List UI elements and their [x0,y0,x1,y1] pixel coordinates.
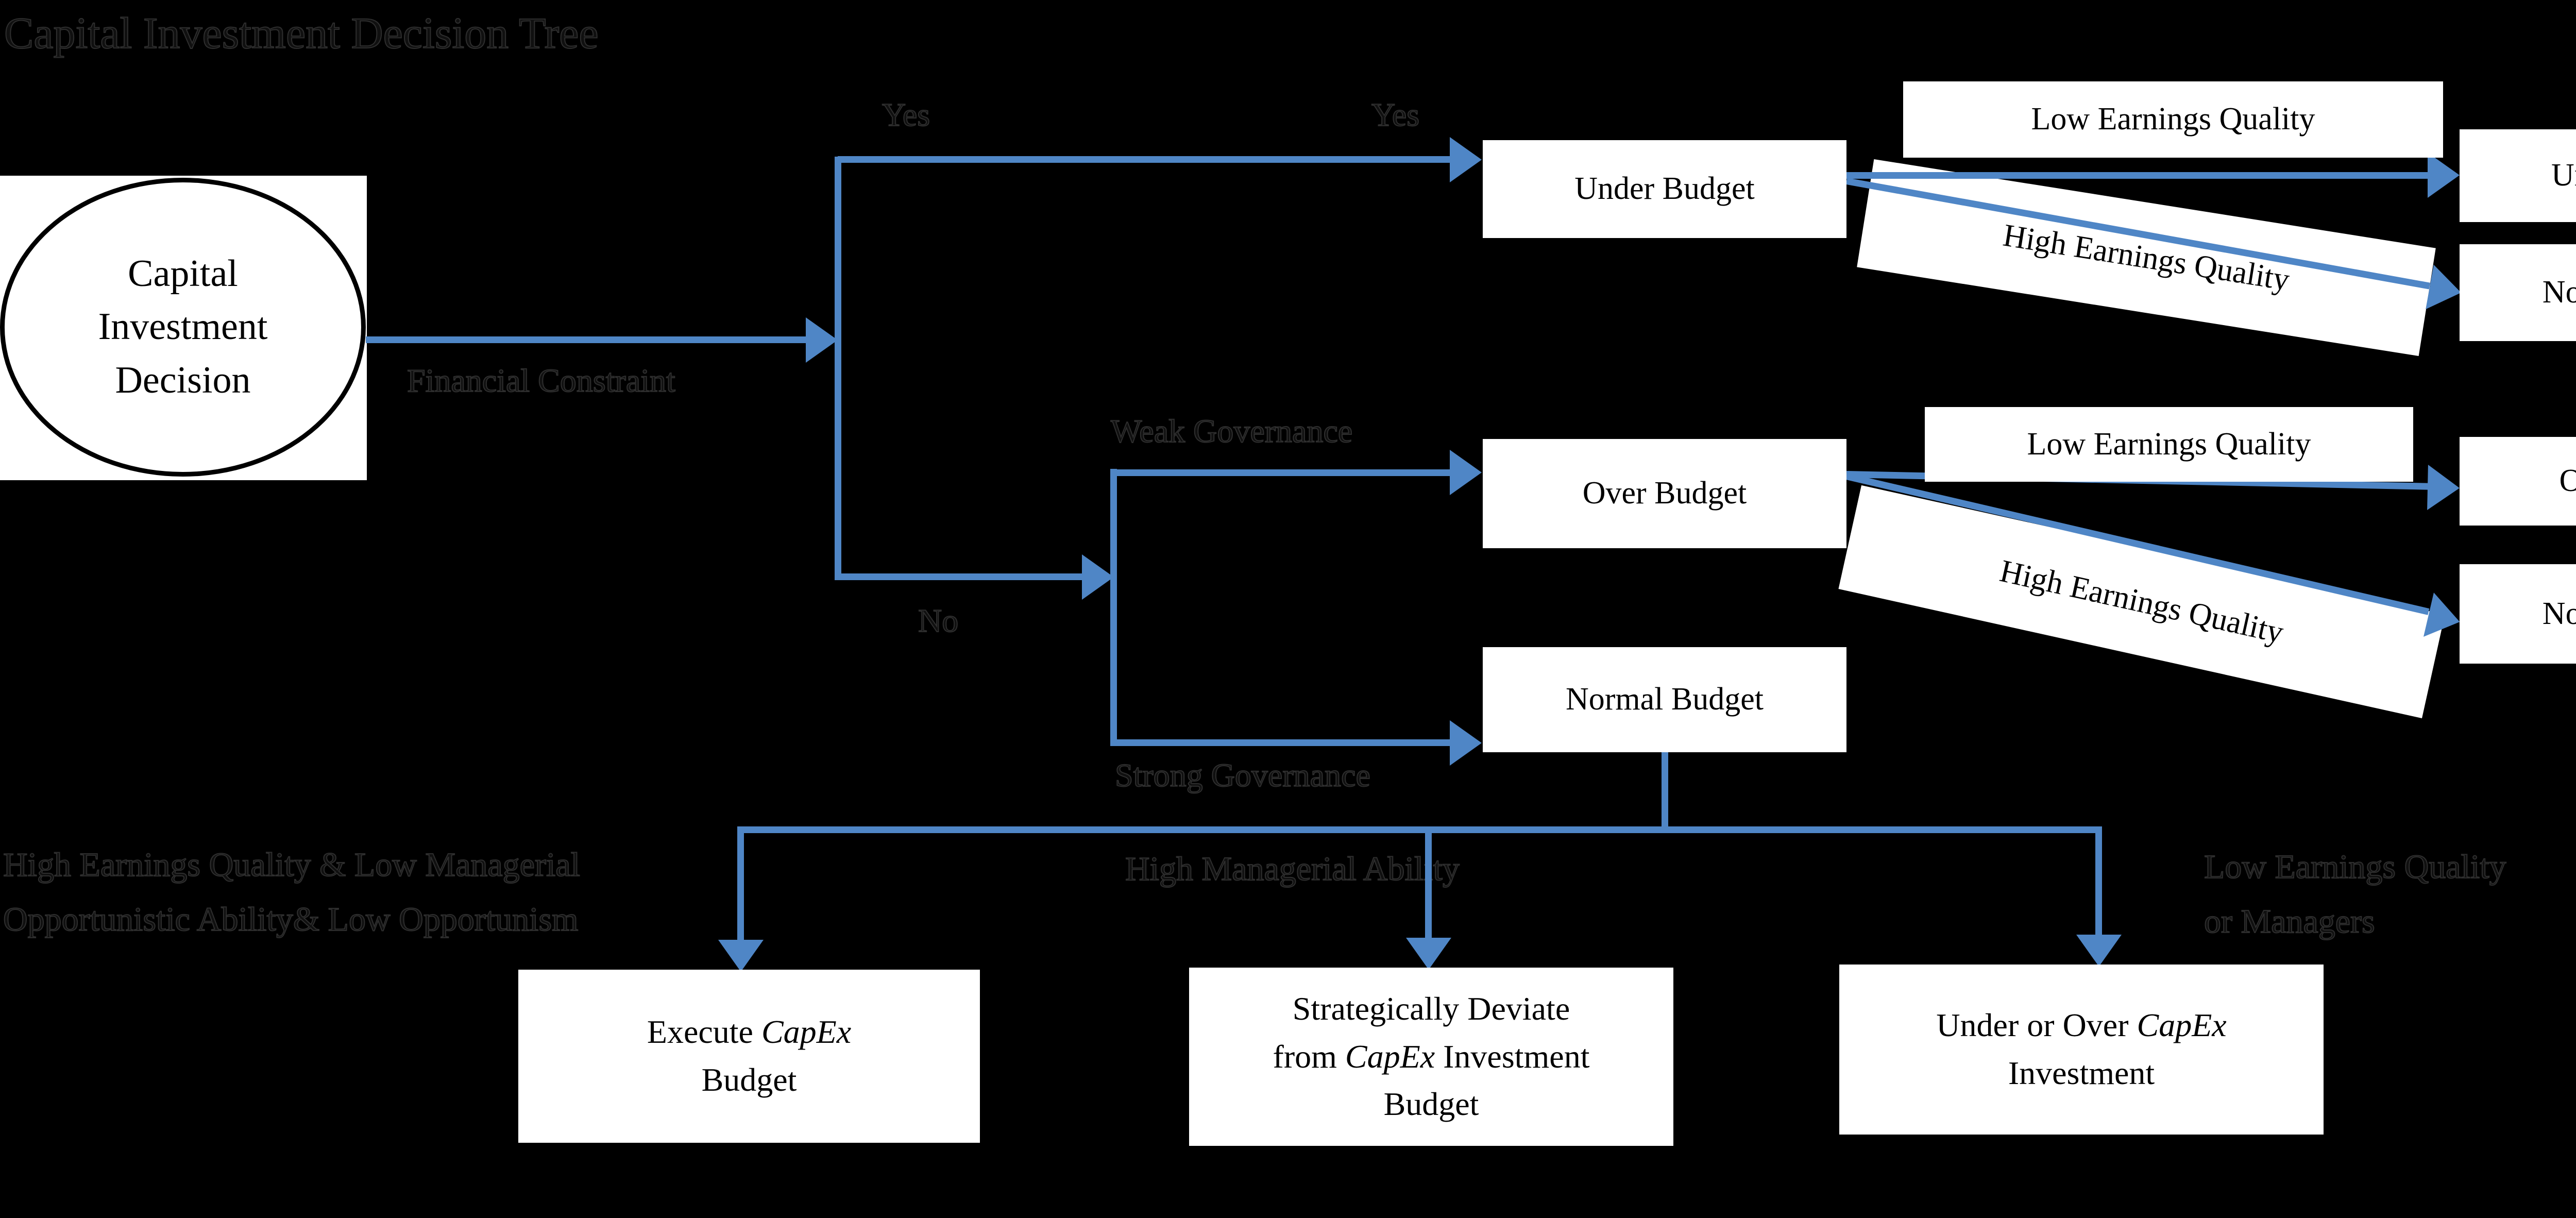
node-normal-budget: Normal Budget [1483,647,1846,752]
edge-label-yes-left: Yes [882,96,930,133]
edge-to-deviate [1425,826,1432,939]
arrowhead-branch2 [1082,554,1114,600]
root-node-capital-investment-decision: Capital Investment Decision [0,178,366,477]
edge-label-strong-governance: Strong Governance [1114,756,1371,794]
edge-label-high-earnings-quality-mid: High Earnings Quality [1838,485,2445,719]
arrowhead-under-over [2076,935,2122,967]
edge-normal-budget-drop [1662,750,1668,830]
node-normal-investment-top: Normal Investment [2460,244,2576,341]
edge-to-under-over [2095,826,2102,936]
diagram-title: Capital Investment Decision Tree [4,8,599,58]
edge-to-execute [737,826,744,941]
arrowhead-under-budget [1450,137,1482,182]
note-right-line2: or Managers [2204,902,2376,941]
node-strategically-deviate: Strategically Deviate from CapEx Investm… [1189,968,1673,1146]
edge-label-weak-governance: Weak Governance [1110,412,1353,450]
arrowhead-normal-budget [1450,720,1482,766]
node-under-budget: Under Budget [1483,140,1846,238]
node-normal-investment-mid: Normal Investment [2460,564,2576,664]
arrowhead-under-investment [2428,153,2460,198]
edge-yes-to-under-budget [838,156,1451,163]
arrowhead-over-budget [1450,450,1482,495]
node-under-over-capex-investment: Under or Over CapEx Investment [1839,965,2324,1135]
note-middle: High Managerial Ability [1125,850,1460,888]
edge-label-high-earnings-quality-top: High Earnings Quality [1857,159,2436,357]
edge-label-financial-constraint: Financial Constraint [406,362,676,399]
edge-label-yes-right: Yes [1371,96,1420,133]
arrowhead-root-branch [806,317,838,363]
edge-label-low-earnings-quality-mid: Low Earnings Quality [1925,407,2413,482]
edge-root-to-branch [366,336,809,343]
root-node-label: Capital Investment Decision [98,252,268,401]
node-over-investment: Over Investment [2460,437,2576,526]
arrowhead-execute [718,940,764,972]
note-right-line1: Low Earnings Quality [2204,848,2507,886]
edge-no-to-branch2 [838,573,1084,580]
node-execute-capex-budget: Execute CapEx Budget [518,970,980,1143]
note-left: High Earnings Quality & Low Managerial O… [3,838,581,946]
edge-action-distributor [737,826,2102,833]
branch-line-financial-constraint [835,157,841,580]
note-left-line2: Opportunistic Ability& Low Opportunism [3,900,579,939]
edge-under-budget-to-under-investment [1846,172,2430,179]
branch-line-governance [1110,469,1117,746]
edge-strong-gov-to-normal-budget [1113,739,1452,746]
node-over-budget: Over Budget [1483,439,1846,548]
arrowhead-over-investment [2427,465,2460,511]
edge-weak-gov-to-over-budget [1113,469,1452,476]
edge-label-low-earnings-quality-top: Low Earnings Quality [1903,81,2443,158]
note-right: Low Earnings Quality or Managers [2204,840,2507,949]
note-left-line1: High Earnings Quality & Low Managerial [3,845,581,884]
node-under-investment: Under Investment [2460,129,2576,222]
arrowhead-deviate [1406,938,1451,970]
arrowhead-normal-investment-mid [2424,593,2465,644]
edge-label-no: No [918,602,959,639]
